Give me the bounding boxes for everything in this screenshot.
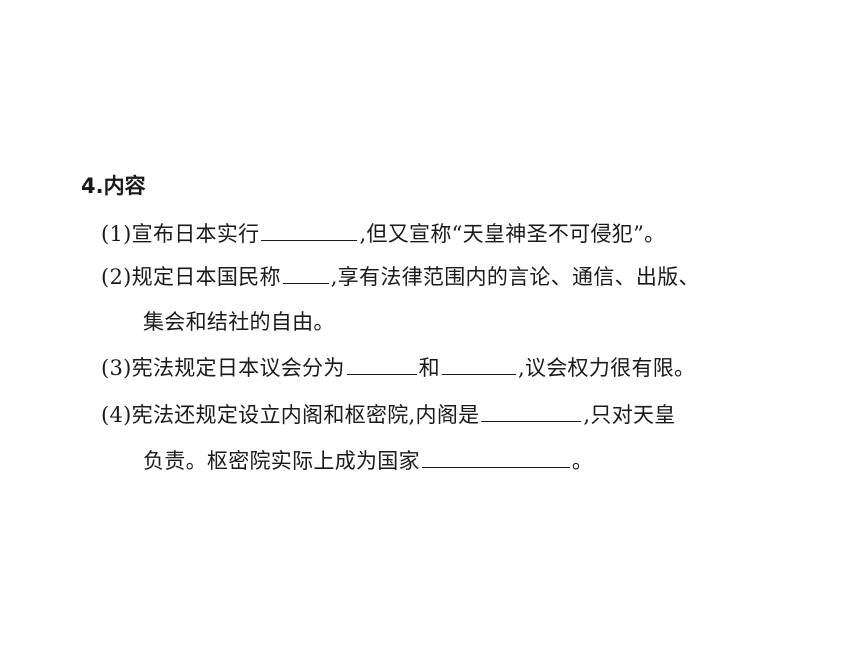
fill-in-blank-4a[interactable] <box>481 403 582 422</box>
item-4-line-1: (4)宪法还规定设立内阁和枢密院,内阁是 ,只对天皇 <box>101 400 676 430</box>
item-2-text-c: 集会和结社的自由。 <box>143 310 335 334</box>
item-2-text-b: ,享有法律范围内的言论、通信、出版、 <box>330 265 700 289</box>
item-4-line-2: 负责。枢密院实际上成为国家 。 <box>143 446 593 476</box>
section-heading: 4.内容 <box>81 174 146 198</box>
item-4-text-a: (4)宪法还规定设立内阁和枢密院,内阁是 <box>101 403 480 427</box>
item-2-line-2: 集会和结社的自由。 <box>143 307 335 337</box>
item-3-text-b: 和 <box>418 356 440 380</box>
item-3-text-c: ,议会权力很有限。 <box>517 356 696 380</box>
item-1-text-a: (1)宣布日本实行 <box>101 222 260 246</box>
item-1-line-1: (1)宣布日本实行 ,但又宣称“天皇神圣不可侵犯”。 <box>101 219 665 249</box>
item-3-line-1: (3)宪法规定日本议会分为 和 ,议会权力很有限。 <box>101 353 695 383</box>
fill-in-blank-2[interactable] <box>282 265 329 284</box>
item-4-text-d: 。 <box>571 449 594 473</box>
item-4-text-b: ,只对天皇 <box>583 403 676 427</box>
item-2-text-a: (2)规定日本国民称 <box>101 265 281 289</box>
fill-in-blank-4b[interactable] <box>421 449 570 468</box>
item-3-text-a: (3)宪法规定日本议会分为 <box>101 356 345 380</box>
item-4-text-c: 负责。枢密院实际上成为国家 <box>143 449 420 473</box>
fill-in-blank-3a[interactable] <box>346 356 417 375</box>
item-2-line-1: (2)规定日本国民称 ,享有法律范围内的言论、通信、出版、 <box>101 262 700 292</box>
fill-in-blank-1[interactable] <box>261 222 358 241</box>
item-1-text-b: ,但又宣称“天皇神圣不可侵犯”。 <box>359 222 666 246</box>
fill-in-blank-3b[interactable] <box>441 356 516 375</box>
